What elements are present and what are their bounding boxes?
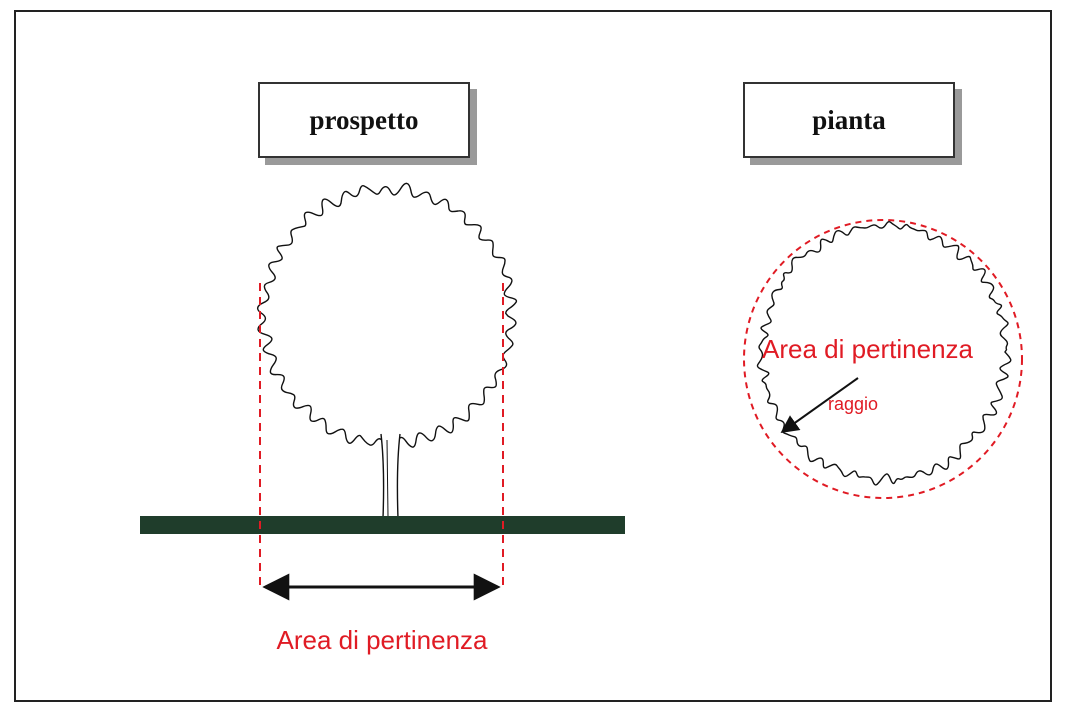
tree-trunk xyxy=(380,433,401,519)
tree-crown-elevation xyxy=(256,182,518,448)
plan-area-label: Area di pertinenza xyxy=(762,334,974,364)
ground-line xyxy=(140,516,625,534)
plan-view: Area di pertinenza raggio xyxy=(743,219,1023,499)
radius-label: raggio xyxy=(828,394,878,414)
trunk-detail-line xyxy=(386,439,389,517)
plan-title: pianta xyxy=(812,104,886,135)
elevation-title: prospetto xyxy=(309,104,419,135)
elevation-area-label: Area di pertinenza xyxy=(276,625,488,655)
elevation-view: Area di pertinenza xyxy=(140,182,625,655)
elevation-title-box: prospetto xyxy=(258,82,470,158)
radius-arrow xyxy=(780,377,859,434)
area-circle xyxy=(743,219,1023,499)
tree-crown-plan xyxy=(756,220,1012,486)
plan-title-box: pianta xyxy=(743,82,955,158)
